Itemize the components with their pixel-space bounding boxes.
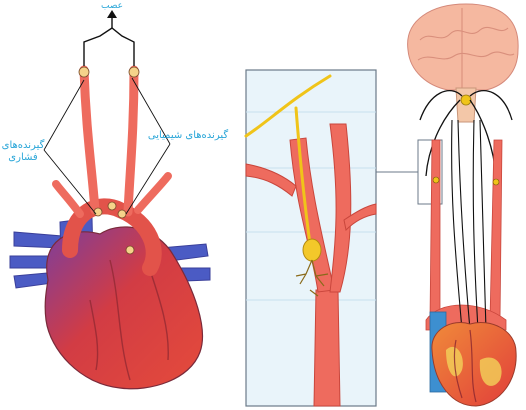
pressure-receptors-label: گیرنده‌های فشاری bbox=[0, 140, 46, 164]
right-vagus-nerves bbox=[452, 120, 486, 330]
left-heart-figure bbox=[10, 10, 210, 389]
right-carotid-left bbox=[430, 140, 440, 320]
zoom-panel bbox=[246, 70, 376, 406]
brain bbox=[408, 4, 519, 90]
brainstem-nucleus bbox=[461, 95, 471, 105]
chemo-receptors-label: گیرنده‌های شیمیایی bbox=[134, 130, 242, 142]
left-subclavian-artery-2 bbox=[56, 184, 80, 214]
left-carotid-artery-1 bbox=[84, 70, 95, 210]
nerve-label: عصب bbox=[88, 0, 136, 12]
nerve-lines bbox=[84, 28, 134, 66]
zoom-carotid-body bbox=[303, 239, 321, 261]
pressure-receptors-label-line2: فشاری bbox=[0, 152, 46, 164]
zoom-common-carotid bbox=[314, 290, 340, 406]
right-sensor-right bbox=[493, 179, 499, 185]
right-carotid-right bbox=[490, 140, 502, 320]
left-subclavian-artery bbox=[138, 176, 168, 210]
right-sensor-left bbox=[433, 177, 439, 183]
right-figure bbox=[408, 4, 519, 406]
pressure-receptors-label-line1: گیرنده‌های bbox=[0, 140, 46, 152]
